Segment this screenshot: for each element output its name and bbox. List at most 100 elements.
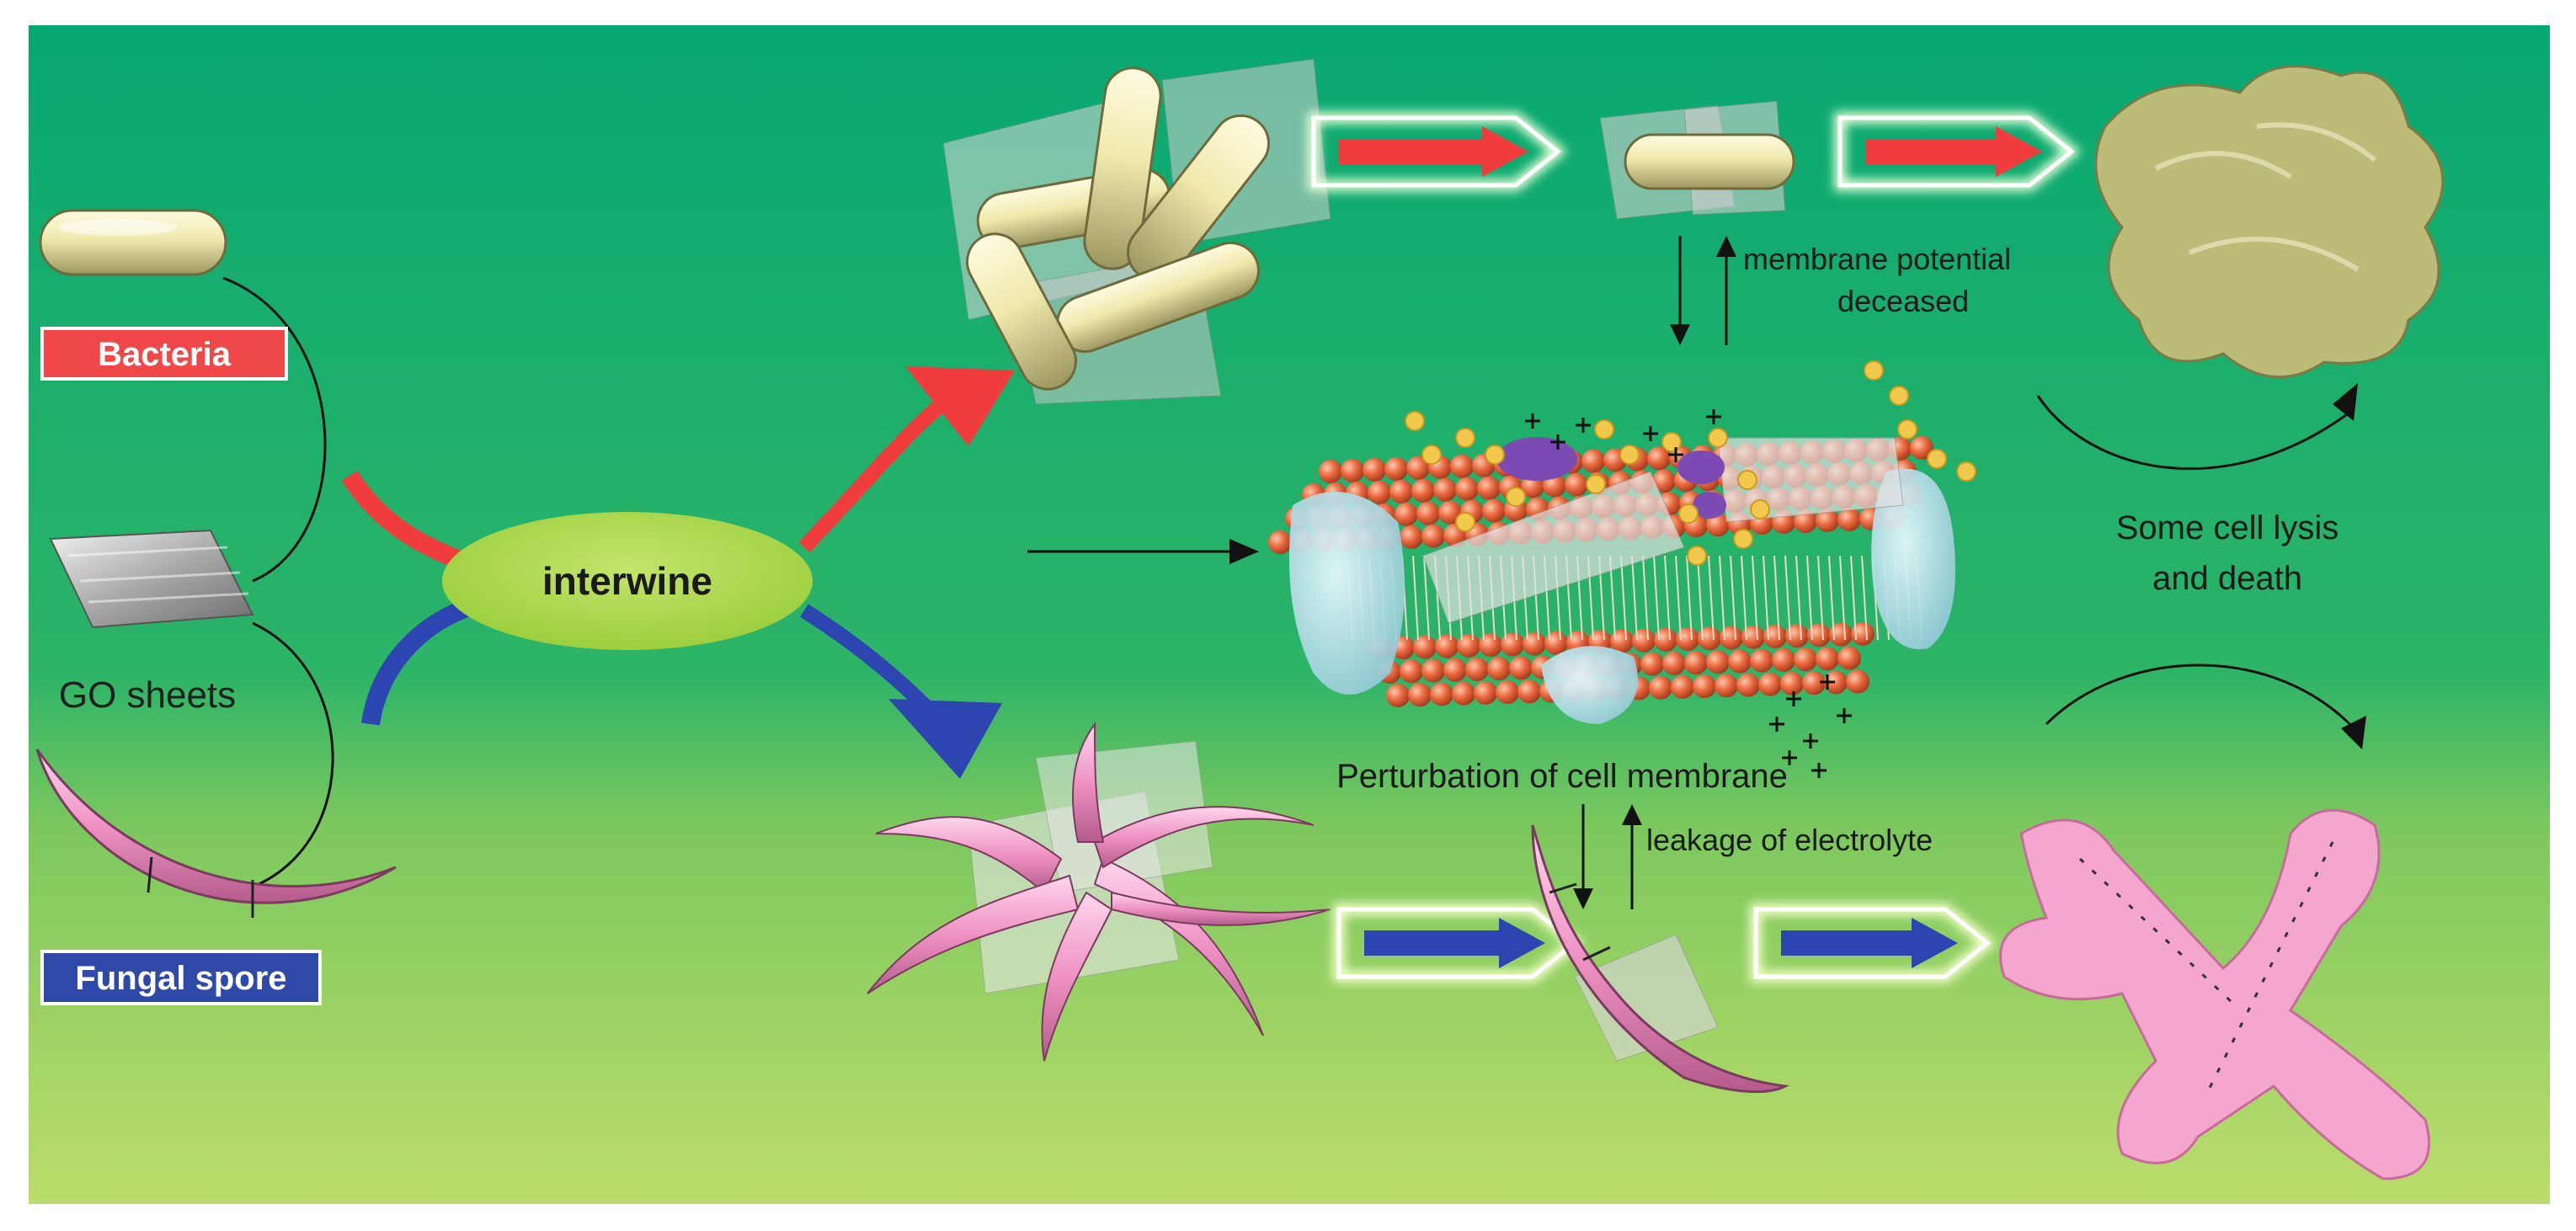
up-arrow-bottom [1622,804,1642,909]
bacteria-connector [222,276,327,583]
lipid-tail [1412,555,1419,641]
membrane-potential-label-line2: deceased [1837,284,1969,318]
positive-charge-icon [1803,733,1818,749]
bacterium-rod-icon [39,209,227,276]
lipid-head-lower [1802,671,1826,695]
lysis-lower-arc-arrow [2045,663,2366,749]
electrolyte-ion [1687,546,1707,566]
purple-protein-2 [1677,450,1725,484]
lipid-head-lower [1684,651,1708,675]
lysis-upper-arc-arrow [2036,383,2358,471]
lipid-head-lower [1640,652,1664,676]
interwine-label: interwine [542,559,712,603]
lipid-head-lower [1693,674,1716,699]
lipid-tail [1741,555,1747,641]
lipid-tail [1828,555,1835,641]
electrolyte-ion [1733,529,1753,549]
lipid-head-upper [1706,513,1730,537]
lipid-head-lower [1706,650,1730,674]
lipid-head-lower [1698,626,1721,651]
blue-inlet-arc [361,597,475,726]
lipid-head-lower [1400,659,1423,684]
lipid-head-lower [1851,621,1875,646]
lipid-tail [1697,555,1704,641]
lipid-head-lower [1758,672,1782,696]
positive-charge-icon [1782,750,1797,765]
electrolyte-ion [1594,419,1614,440]
lipid-head-upper [1389,479,1413,504]
lipid-head-lower [1772,647,1795,672]
purple-protein-3 [1693,492,1726,519]
fungal-spore-label: Fungal spore [75,960,286,997]
lipid-tail [1839,555,1846,641]
go-sheet-inserted-1 [1422,471,1685,624]
lipid-head-lower [1523,631,1546,656]
lipid-head-lower [1837,646,1861,670]
arrow-to-membrane [1027,539,1259,564]
lipid-head-lower [1824,670,1848,695]
lipid-head-lower [1509,656,1533,680]
lipid-head-lower [1465,657,1489,681]
lipid-head-lower [1846,669,1869,694]
electrolyte-ion [1586,474,1606,494]
lipid-tail [1784,555,1791,641]
electrolyte-ion [1506,487,1526,507]
positive-charge-icon [1576,418,1591,433]
lipid-head-upper [1384,456,1408,481]
lipid-head-lower [1443,658,1467,682]
lipid-tail [1653,555,1660,641]
lipid-head-lower [1676,627,1699,652]
lipid-head-lower [1728,649,1752,674]
lipid-tail [1850,555,1857,641]
electrolyte-ion [1455,512,1475,532]
lysis-label-line2: and death [2152,560,2302,597]
lipid-head-lower [1517,679,1541,704]
lipid-tail [1686,555,1693,641]
electrolyte-ion [1889,386,1909,406]
lipid-head-lower [1408,683,1432,707]
cell-membrane-icon [1268,360,1976,778]
lipid-head-upper [1400,525,1423,549]
lipid-head-upper [1268,530,1292,554]
lipid-head-lower [1457,633,1480,658]
lipid-head-lower [1386,684,1410,707]
lipid-head-lower [1413,635,1437,659]
lipid-head-lower [1741,625,1765,649]
lipid-head-upper [1910,435,1933,460]
top-hollow-arrow-1 [1308,112,1568,191]
lipid-head-upper [1395,502,1418,526]
purple-protein-1 [1496,437,1577,481]
electrolyte-ion [1864,360,1884,381]
lipid-head-upper [1455,477,1479,501]
lipid-head-lower [1816,647,1839,671]
blue-curved-arrow [800,604,1002,779]
lipid-head-upper [1341,458,1364,482]
lipid-head-upper [1565,472,1588,497]
electrolyte-ion [1678,504,1699,524]
electrolyte-ion [1737,470,1757,490]
positive-charge-icon [1706,409,1721,424]
lipid-head-lower [1671,674,1694,699]
lipid-head-lower [1750,648,1773,673]
single-bacterium-go [1599,100,1795,220]
lipid-head-lower [1435,634,1459,658]
lipid-head-upper [1816,509,1839,532]
lipid-head-upper [1411,478,1435,503]
membrane-potential-label-line1: membrane potential [1743,242,2011,276]
electrolyte-ion [1455,428,1475,448]
lipid-tail [1719,555,1725,641]
lipid-head-upper [1837,507,1861,531]
fungal-spore-icon [35,749,397,918]
lipid-head-upper [1450,454,1474,478]
lipid-head-upper [1433,477,1457,502]
positive-charge-icon [1643,426,1658,441]
positive-charge-icon [1769,717,1784,732]
positive-charges [1525,409,1852,778]
positive-charge-icon [1811,763,1827,778]
lipid-head-upper [1416,501,1440,525]
lipid-head-lower [1794,647,1817,672]
bottom-hollow-arrow-2 [1750,903,1997,983]
lipid-head-lower [1544,631,1568,655]
lipid-head-upper [1368,480,1391,504]
